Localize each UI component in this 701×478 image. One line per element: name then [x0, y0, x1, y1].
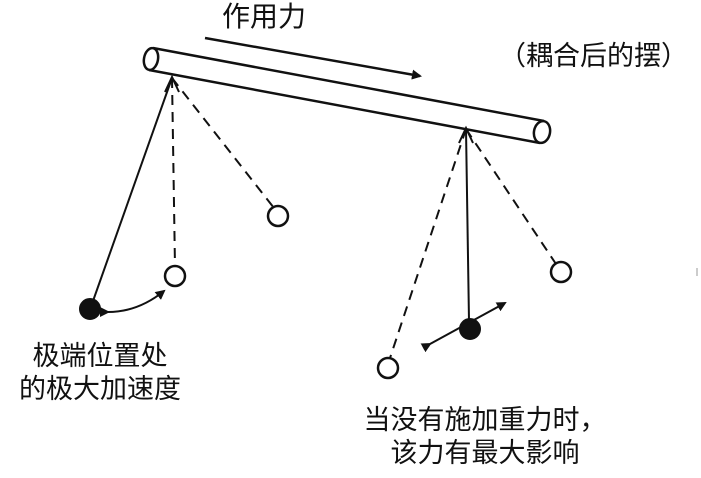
left-bob-right — [266, 204, 290, 228]
left-bob-center — [163, 264, 187, 288]
right-bob-right — [549, 260, 573, 284]
right-bob-left — [376, 356, 400, 380]
coupled-pendulum-label: （耦合后的摆） — [499, 41, 688, 72]
force-arrow — [204, 36, 422, 80]
left-string-dashed-right — [171, 77, 275, 209]
left-string-dashed-center — [171, 77, 176, 268]
left-note-line1: 极端位置处 — [32, 341, 168, 372]
left-pendulum — [79, 74, 290, 320]
right-note-line2: 该力有最大影响 — [390, 438, 580, 469]
max-force-effect-note: 当没有施加重力时， 该力有最大影响 — [340, 404, 630, 470]
left-acceleration-arrow — [99, 289, 166, 318]
max-acceleration-note: 极端位置处 的极大加速度 — [2, 340, 198, 406]
right-pivot-arrow — [458, 125, 474, 144]
force-label: 作用力 — [222, 0, 307, 33]
right-note-line1: 当没有施加重力时， — [363, 405, 607, 436]
right-force-arrow — [420, 302, 507, 353]
right-string-dashed-right — [465, 128, 557, 265]
left-note-line2: 的极大加速度 — [19, 374, 181, 405]
right-string-solid — [465, 128, 470, 322]
coupling-rod — [142, 46, 552, 145]
right-pendulum — [376, 125, 573, 380]
right-string-dashed-left — [389, 128, 467, 359]
left-string-solid — [92, 77, 173, 302]
left-pivot-arrow — [164, 74, 180, 93]
left-bob-extreme — [79, 298, 101, 320]
